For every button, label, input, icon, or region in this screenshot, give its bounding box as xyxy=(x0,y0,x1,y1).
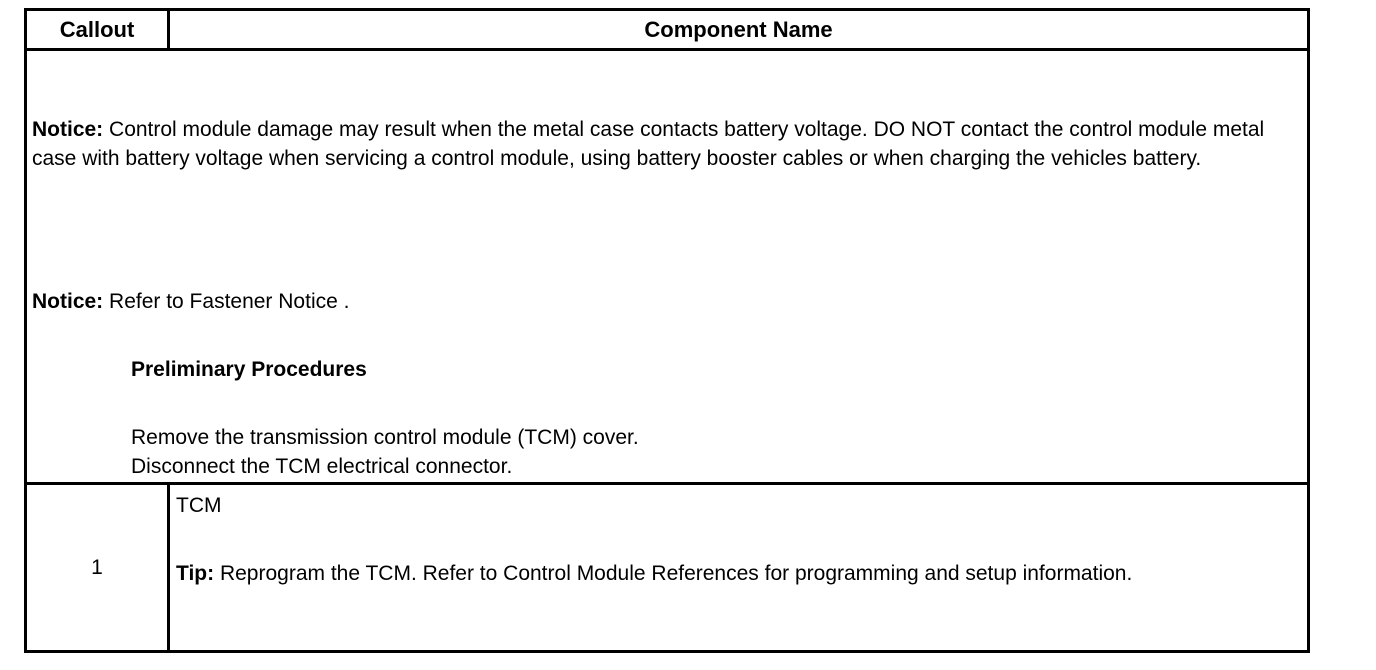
tip-text: Reprogram the TCM. Refer to Control Modu… xyxy=(214,562,1133,585)
notice-fastener: Notice: Refer to Fastener Notice . xyxy=(32,287,349,316)
notice-text: Control module damage may result when th… xyxy=(32,118,1265,170)
tip-label: Tip: xyxy=(176,562,215,585)
notice-label: Notice: xyxy=(32,118,104,141)
preliminary-procedures-heading: Preliminary Procedures xyxy=(131,358,367,381)
preliminary-step: Disconnect the TCM electrical connector. xyxy=(131,455,513,478)
notices-section: Notice: Control module damage may result… xyxy=(27,51,1307,485)
header-callout: Callout xyxy=(27,11,170,48)
preliminary-step: Remove the transmission control module (… xyxy=(131,426,639,449)
row-component: TCM Tip: Reprogram the TCM. Refer to Con… xyxy=(176,491,1207,588)
notice-label: Notice: xyxy=(32,290,104,313)
preliminary-steps: Remove the transmission control module (… xyxy=(131,423,639,481)
row-tip: Tip: Reprogram the TCM. Refer to Control… xyxy=(176,559,1207,588)
row-callout: 1 xyxy=(27,485,170,650)
header-component-name: Component Name xyxy=(644,16,833,42)
table-row: 1 TCM Tip: Reprogram the TCM. Refer to C… xyxy=(27,485,1307,650)
notice-control-module-damage: Notice: Control module damage may result… xyxy=(32,115,1282,173)
component-table: Callout Component Name Notice: Control m… xyxy=(24,8,1310,653)
table-header: Callout Component Name xyxy=(27,11,1307,51)
row-component-name: TCM xyxy=(176,494,222,517)
notice-text: Refer to Fastener Notice . xyxy=(103,290,350,313)
